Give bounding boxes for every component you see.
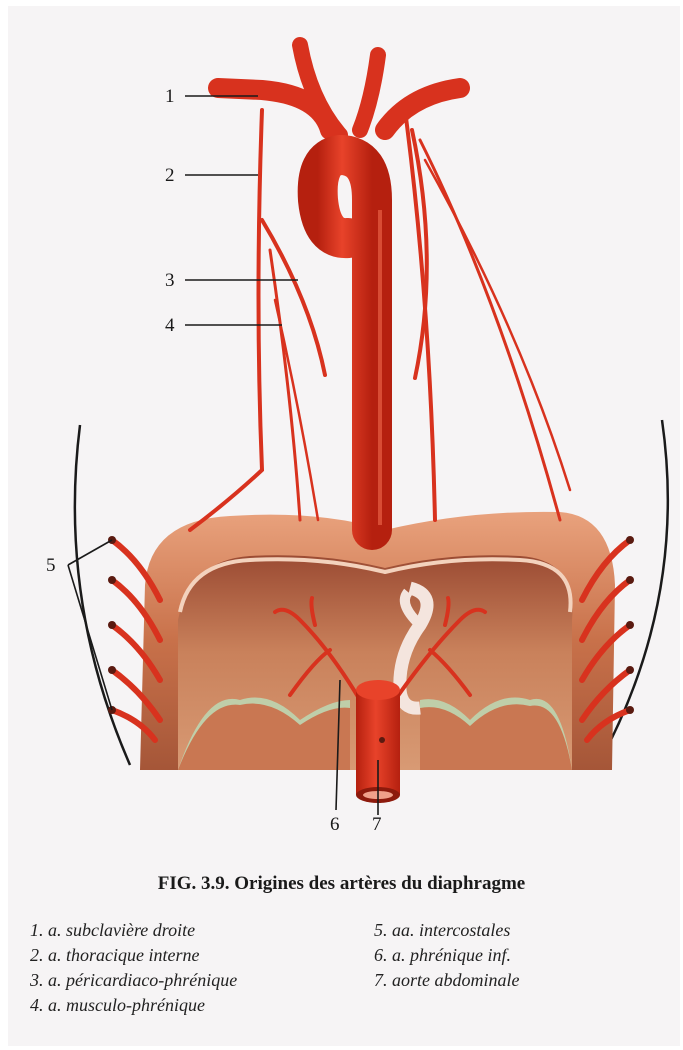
legend-item: 1. a. subclavière droite — [30, 918, 237, 943]
legend-item: 4. a. musculo-phrénique — [30, 993, 237, 1018]
label-2: 2 — [165, 165, 175, 186]
diaphragm-arteries-illustration: 1 2 3 4 5 6 7 — [0, 0, 683, 860]
legend-item: 6. a. phrénique inf. — [374, 943, 520, 968]
legend-item: 2. a. thoracique interne — [30, 943, 237, 968]
legend-item: 5. aa. intercostales — [374, 918, 520, 943]
legend-item: 3. a. péricardiaco-phrénique — [30, 968, 237, 993]
label-4: 4 — [165, 315, 175, 336]
legend-right: 5. aa. intercostales 6. a. phrénique inf… — [374, 918, 520, 993]
label-3: 3 — [165, 270, 175, 291]
figure-caption: FIG. 3.9. Origines des artères du diaphr… — [0, 873, 683, 895]
label-6: 6 — [330, 814, 340, 835]
legend-left: 1. a. subclavière droite 2. a. thoraciqu… — [30, 918, 237, 1018]
label-7: 7 — [372, 814, 382, 835]
label-5: 5 — [46, 555, 56, 576]
label-1: 1 — [165, 86, 175, 107]
legend-item: 7. aorte abdominale — [374, 968, 520, 993]
